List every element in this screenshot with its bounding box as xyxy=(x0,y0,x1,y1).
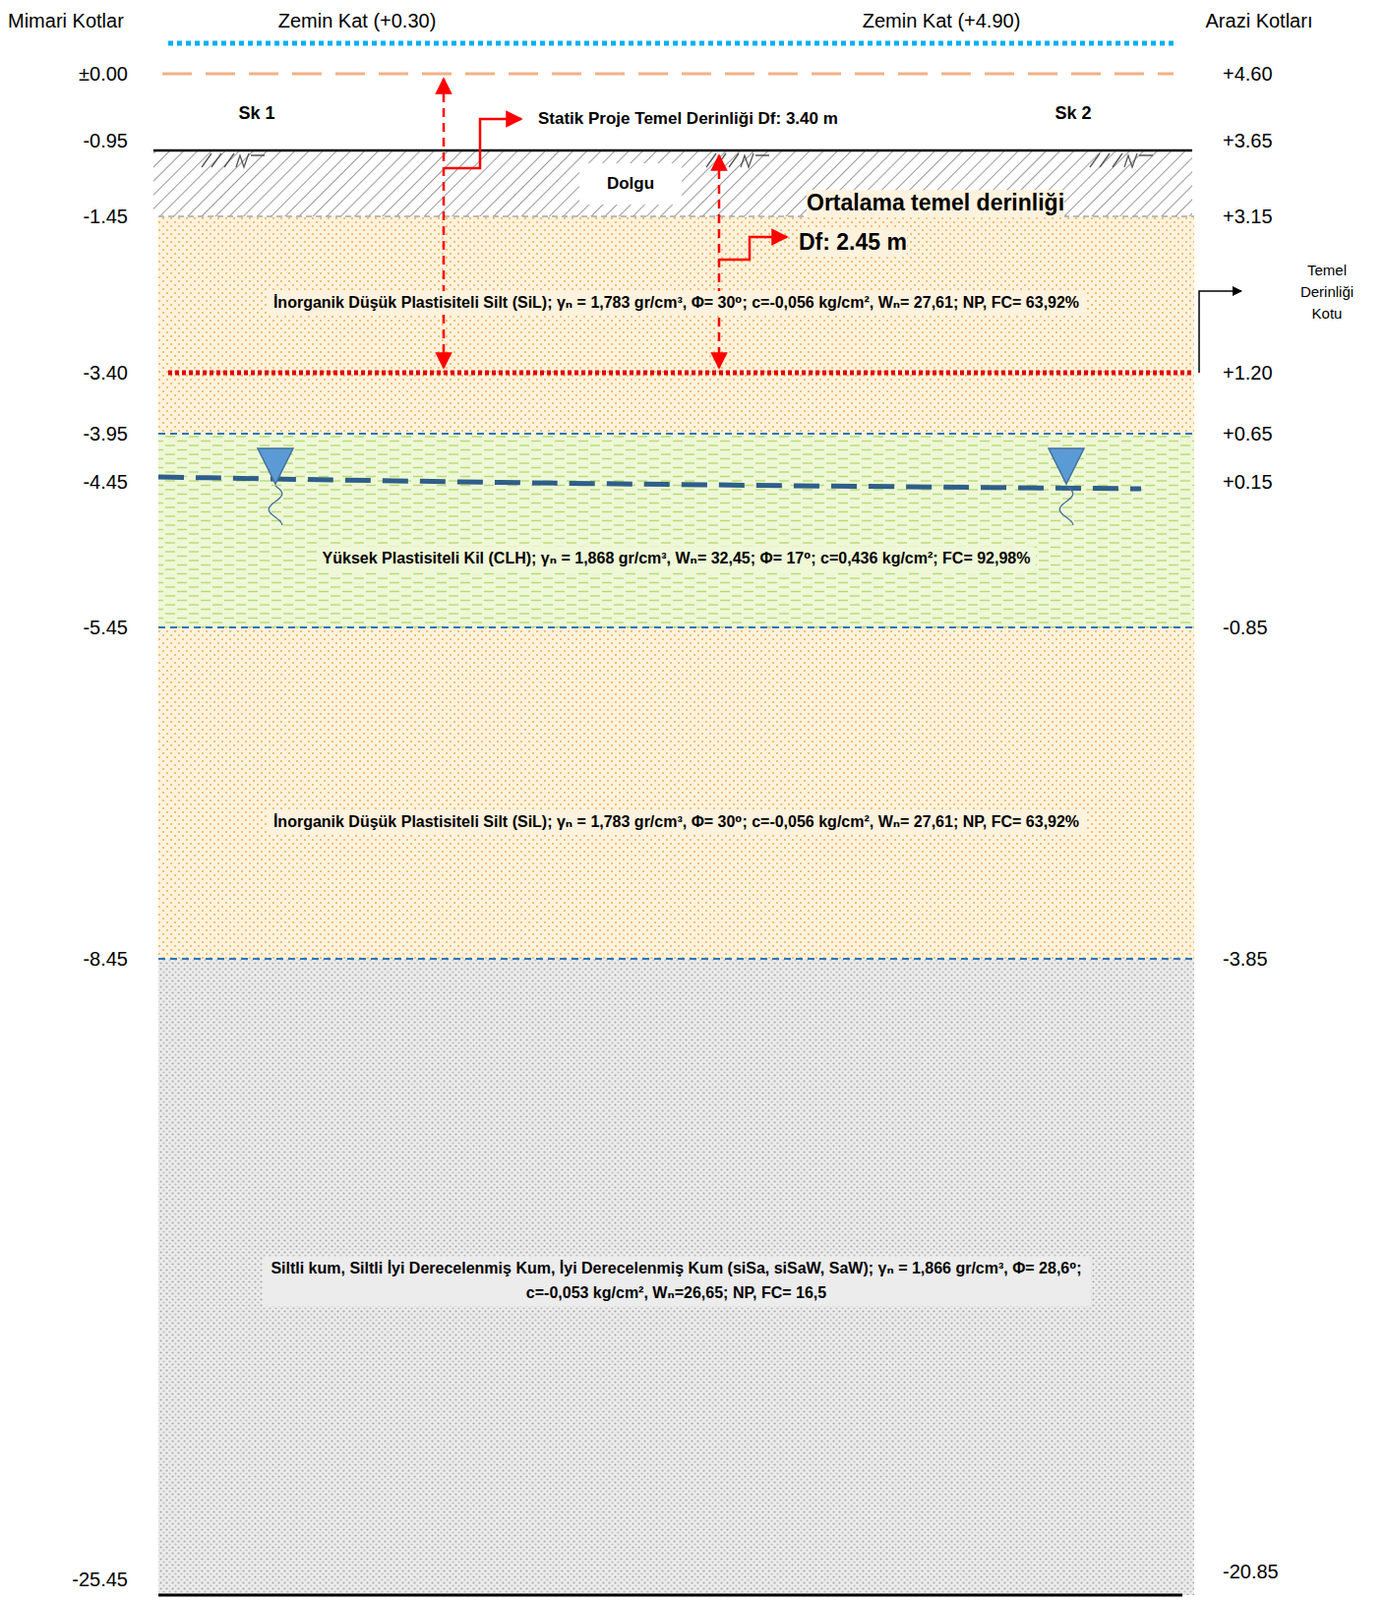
clay-layer xyxy=(158,433,1195,628)
water-line xyxy=(158,477,1142,489)
soil-description: Siltli kum, Siltli İyi Derecelenmiş Kum,… xyxy=(262,1257,1091,1307)
elevation-label: +1.20 xyxy=(1222,361,1273,385)
soil-graphic xyxy=(1089,153,1153,168)
ground-line xyxy=(153,149,1193,153)
foundation-level-line xyxy=(168,370,1195,376)
layer-tag: Dolgu xyxy=(601,171,661,197)
elevation-label: +3.15 xyxy=(1222,204,1273,229)
layer-boundary xyxy=(158,626,1195,629)
zero-level-line xyxy=(162,72,1174,76)
annotation-label: Df: 2.45 m xyxy=(798,229,907,257)
annotation-label: Statik Proje Temel Derinliği Df: 3.40 m xyxy=(538,109,839,129)
water-squiggle xyxy=(1059,485,1074,526)
annotation-label: Sk 1 xyxy=(238,103,275,125)
annotation-label: Mimari Kotlar xyxy=(7,8,124,33)
elevation-label: -8.45 xyxy=(82,947,128,971)
layer-boundary xyxy=(158,958,1195,961)
elevation-label: -4.45 xyxy=(82,470,128,494)
annotation-label: Zemin Kat (+0.30) xyxy=(278,8,437,33)
soil-layer-band: İnorganik Düşük Plastisiteli Silt (SiL);… xyxy=(158,627,1195,960)
elevation-label: -0.85 xyxy=(1222,615,1268,640)
silt-layer xyxy=(158,216,1195,434)
elevation-label: -25.45 xyxy=(71,1567,128,1592)
soil-description: İnorganik Düşük Plastisiteli Silt (SiL);… xyxy=(267,810,1085,836)
sand-layer xyxy=(158,959,1195,1596)
soil-description: Yüksek Plastisiteli Kil (CLH); γₙ = 1,86… xyxy=(316,546,1037,572)
water-squiggle xyxy=(268,485,283,526)
soil-layer-band: İnorganik Düşük Plastisiteli Silt (SiL);… xyxy=(158,216,1195,434)
annotation-label: Arazi Kotları xyxy=(1205,8,1314,33)
soil-graphic xyxy=(706,153,770,168)
elevation-label: -3.40 xyxy=(82,361,128,385)
silt-layer xyxy=(158,627,1195,960)
bottom-line xyxy=(158,1594,1183,1598)
leader-arrow xyxy=(1199,291,1242,373)
leader-arrow xyxy=(719,237,787,260)
annotation-label: Zemin Kat (+4.90) xyxy=(862,8,1022,33)
elevation-label: -0.95 xyxy=(82,128,128,153)
leader-arrow xyxy=(443,119,522,169)
soil-graphic xyxy=(201,153,265,168)
depth-arrow xyxy=(718,155,722,368)
elevation-label: -5.45 xyxy=(82,615,128,640)
elevation-label: +0.15 xyxy=(1222,470,1273,494)
soil-description: İnorganik Düşük Plastisiteli Silt (SiL);… xyxy=(267,291,1085,316)
floor-level-line xyxy=(168,41,1174,47)
elevation-label: -3.85 xyxy=(1222,947,1268,971)
elevation-label: -20.85 xyxy=(1222,1560,1279,1584)
annotation-label: Sk 2 xyxy=(1054,103,1091,125)
water-triangle xyxy=(1048,448,1085,484)
soil-layer-band: Siltli kum, Siltli İyi Derecelenmiş Kum,… xyxy=(158,959,1195,1596)
fill-layer xyxy=(153,150,1193,217)
elevation-label: ±0.00 xyxy=(78,61,128,86)
elevation-label: -1.45 xyxy=(82,204,128,229)
elevation-label: -3.95 xyxy=(82,421,128,446)
elevation-label: +0.65 xyxy=(1222,421,1273,446)
water-table xyxy=(158,448,1142,526)
soil-layer-band: Yüksek Plastisiteli Kil (CLH); γₙ = 1,86… xyxy=(158,433,1195,628)
water-triangle xyxy=(257,448,294,484)
annotation-label: Ortalama temel derinliği xyxy=(806,189,1065,218)
depth-arrow xyxy=(442,78,446,368)
elevation-label: +3.65 xyxy=(1222,128,1273,153)
layer-boundary xyxy=(158,432,1195,435)
annotation-label: Temel Derinliği Kotu xyxy=(1285,259,1369,324)
layer-tag-box: Dolgu xyxy=(579,163,682,205)
elevation-label: +4.60 xyxy=(1222,61,1273,86)
